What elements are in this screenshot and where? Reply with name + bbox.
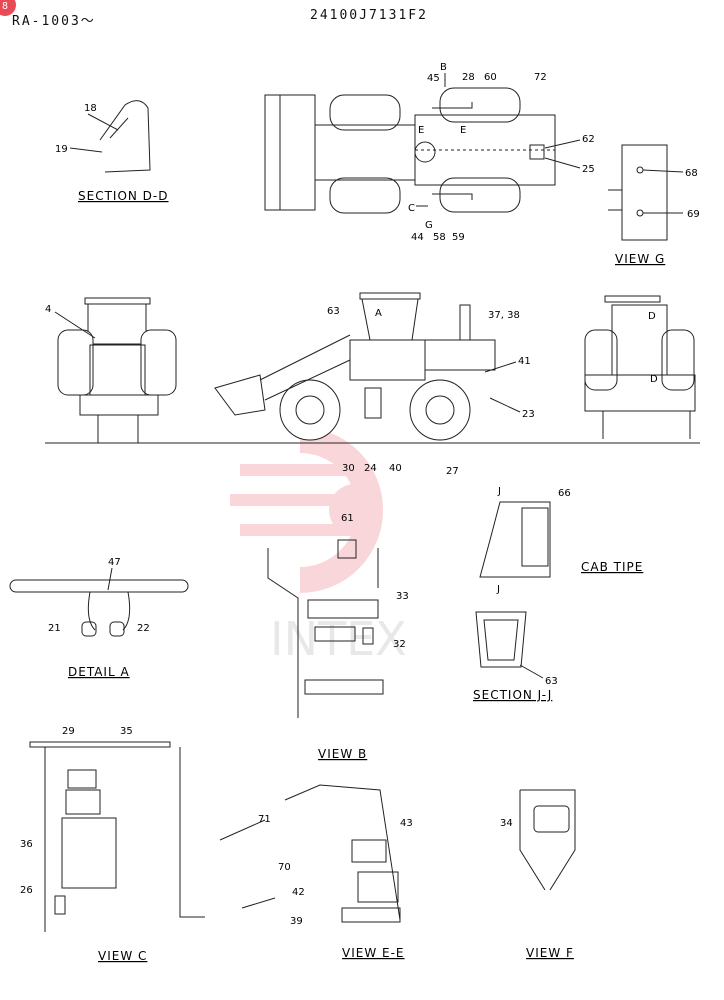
view-c-title: VIEW C	[98, 949, 147, 963]
part-63-side: 63	[327, 306, 340, 317]
section-dd-title: SECTION D-D	[78, 189, 169, 203]
part-33: 33	[396, 591, 409, 602]
marker-j-bottom: J	[496, 584, 500, 595]
view-f-title: VIEW F	[526, 946, 574, 960]
part-66: 66	[558, 488, 571, 499]
part-24: 24	[364, 463, 377, 474]
side-view-drawing: 63 A 37, 38 41 23 30 24 40 27	[45, 292, 700, 477]
front-view-drawing: 4	[45, 297, 177, 444]
marker-j-top: J	[497, 486, 501, 497]
part-68: 68	[685, 168, 698, 179]
view-ee-drawing: 71 43 70 42 39 VIEW E-E	[219, 784, 413, 960]
cab-tipe-drawing: J J 66 CAB TIPE	[479, 486, 643, 595]
view-b-drawing: 61 33 32 VIEW B	[267, 513, 409, 761]
part-27: 27	[446, 466, 459, 477]
part-26: 26	[20, 885, 33, 896]
marker-a: A	[375, 308, 382, 319]
part-61: 61	[341, 513, 354, 524]
part-36: 36	[20, 839, 33, 850]
part-43: 43	[400, 818, 413, 829]
part-28: 28	[462, 72, 475, 83]
top-view-drawing: 45 B 28 60 72 E E 62 25 C G 44 58 59	[264, 62, 595, 243]
part-72: 72	[534, 72, 547, 83]
part-47: 47	[108, 557, 121, 568]
section-jj-title: SECTION J-J	[473, 688, 552, 702]
part-21: 21	[48, 623, 61, 634]
rear-view-drawing: D D	[584, 295, 696, 439]
part-25: 25	[582, 164, 595, 175]
part-58: 58	[433, 232, 446, 243]
page-badge: 8	[0, 0, 16, 16]
part-23: 23	[522, 409, 535, 420]
part-60: 60	[484, 72, 497, 83]
part-59: 59	[452, 232, 465, 243]
part-19: 19	[55, 144, 68, 155]
part-62: 62	[582, 134, 595, 145]
watermark-text: INTEX	[270, 612, 407, 666]
marker-d-bottom: D	[650, 374, 658, 385]
marker-e-left: E	[418, 125, 424, 136]
part-69: 69	[687, 209, 700, 220]
part-45: 45	[427, 73, 440, 84]
part-37-38: 37, 38	[488, 310, 520, 321]
part-41: 41	[518, 356, 531, 367]
view-g-title: VIEW G	[615, 252, 665, 266]
marker-d-top: D	[648, 311, 656, 322]
marker-g: G	[425, 220, 433, 231]
model-range-label: RA-1003〜	[12, 14, 96, 29]
marker-c: C	[408, 203, 415, 214]
view-b-title: VIEW B	[318, 747, 367, 761]
part-18: 18	[84, 103, 97, 114]
part-44: 44	[411, 232, 424, 243]
part-70: 70	[278, 862, 291, 873]
part-32: 32	[393, 639, 406, 650]
part-39: 39	[290, 916, 303, 927]
part-42: 42	[292, 887, 305, 898]
part-30: 30	[342, 463, 355, 474]
view-f-drawing: 34 VIEW F	[500, 789, 576, 960]
detail-a-title: DETAIL A	[68, 665, 130, 679]
detail-a-drawing: 47 21 22 DETAIL A	[9, 557, 189, 679]
part-40: 40	[389, 463, 402, 474]
cab-tipe-title: CAB TIPE	[581, 560, 643, 574]
view-c-drawing: 29 35 36 26 VIEW C	[20, 726, 205, 963]
part-34: 34	[500, 818, 513, 829]
section-jj-drawing: 63 SECTION J-J	[473, 611, 558, 702]
part-22: 22	[137, 623, 150, 634]
part-29: 29	[62, 726, 75, 737]
part-63-section: 63	[545, 676, 558, 687]
watermark-logo: INTEX	[230, 427, 407, 666]
section-dd-drawing: 18 19 SECTION D-D	[55, 100, 169, 203]
part-71: 71	[258, 814, 271, 825]
drawing-number: 24100J7131F2	[310, 8, 428, 23]
view-g-drawing: 68 69 VIEW G	[608, 144, 700, 266]
part-4: 4	[45, 304, 51, 315]
part-35: 35	[120, 726, 133, 737]
marker-e-right: E	[460, 125, 466, 136]
marker-b: B	[440, 62, 447, 73]
view-ee-title: VIEW E-E	[342, 946, 405, 960]
